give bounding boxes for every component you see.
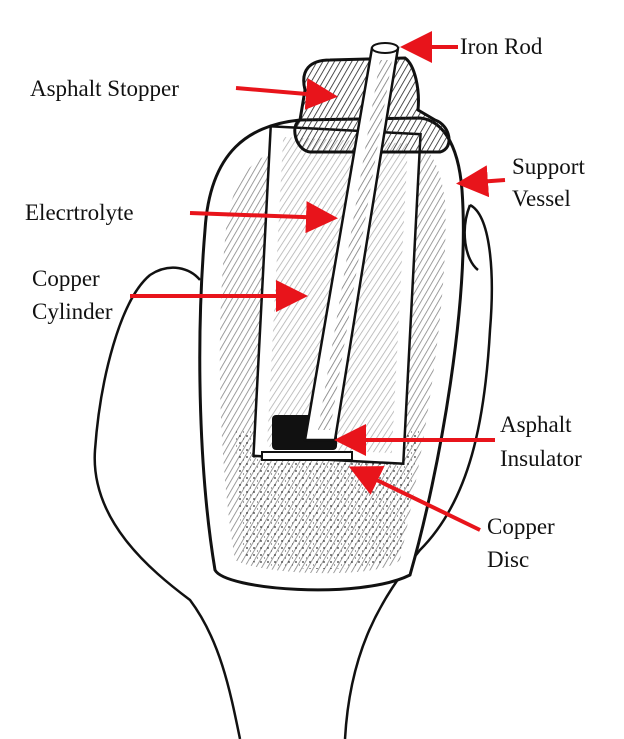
label-iron-rod: Iron Rod (460, 34, 543, 59)
copper-disc (261, 451, 353, 461)
arrow-asphalt-stopper (235, 78, 338, 110)
label-asphalt-insulator-2: Insulator (500, 446, 582, 471)
arrow-copper-disc (348, 466, 481, 532)
arrow-support-vessel (456, 165, 506, 198)
label-copper-disc-2: Disc (487, 547, 530, 572)
label-support-vessel-1: Support (512, 154, 585, 179)
label-copper-cylinder-1: Copper (32, 266, 100, 291)
label-asphalt-stopper: Asphalt Stopper (30, 76, 179, 101)
arrow-electrolyte (189, 201, 338, 234)
label-copper-disc-1: Copper (487, 514, 555, 539)
label-support-vessel-2: Vessel (512, 186, 571, 211)
hand-outline (93, 203, 494, 739)
label-copper-cylinder-2: Cylinder (32, 299, 113, 324)
label-electrolyte: Elecrtrolyte (25, 200, 134, 225)
label-asphalt-insulator-1: Asphalt (500, 412, 572, 437)
